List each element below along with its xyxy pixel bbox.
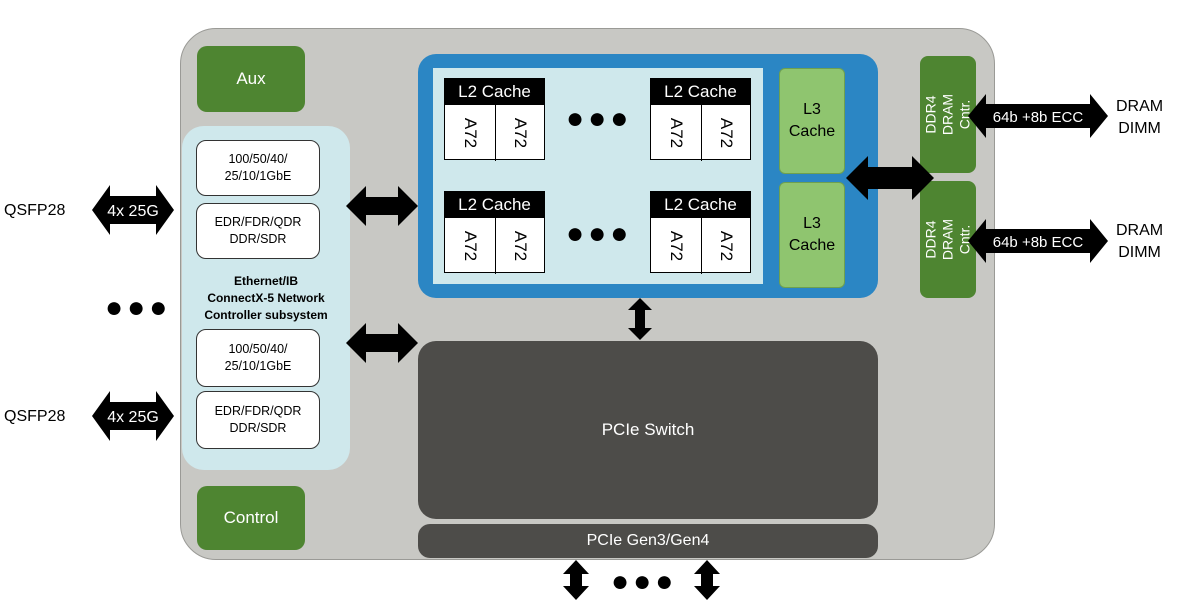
qsfp-arrow-1: 4x 25G <box>92 185 174 235</box>
port1-protocol-box: EDR/FDR/QDR DDR/SDR <box>196 203 320 259</box>
ddr4-controller-1: DDR4 DRAM Cntr. <box>920 56 976 173</box>
l2-cache-label: L2 Cache <box>651 79 750 105</box>
cpu-cluster-2: L2 Cache A72 A72 <box>650 78 752 161</box>
l2-cache-label: L2 Cache <box>445 79 544 105</box>
port2-speed-box: 100/50/40/ 25/10/1GbE <box>196 329 320 387</box>
qsfp-label-1: QSFP28 <box>4 202 66 219</box>
net-cpu-arrow <box>346 186 418 226</box>
cpu-pcie-arrow <box>628 298 652 340</box>
pcie-lane-arrow-2 <box>694 560 720 600</box>
port1-speed-box: 100/50/40/ 25/10/1GbE <box>196 140 320 196</box>
pcie-switch: PCIe Switch <box>418 341 878 519</box>
ddr-bus-label-1: 64b +8b ECC <box>993 109 1084 126</box>
cpu-cluster-1: L2 Cache A72 A72 <box>444 78 546 161</box>
cpu-cluster-3: L2 Cache A72 A72 <box>444 191 546 274</box>
qsfp-lanes-label-2: 4x 25G <box>107 409 159 426</box>
net-pcie-arrow <box>346 323 418 363</box>
ddr-bus-arrow-2: 64b +8b ECC <box>968 219 1108 263</box>
cpu-ddr-arrow <box>846 156 934 200</box>
cluster-ellipsis-top: ●●● <box>566 102 633 135</box>
a72-core: A72 <box>494 105 546 161</box>
cpu-cluster-4: L2 Cache A72 A72 <box>650 191 752 274</box>
pcie-gen-bar: PCIe Gen3/Gen4 <box>418 524 878 558</box>
dram-dimm-label-1: DRAM DIMM <box>1116 98 1164 137</box>
dram-dimm-label-2: DRAM DIMM <box>1116 222 1164 261</box>
control-block: Control <box>197 486 305 550</box>
ddr-bus-arrow-1: 64b +8b ECC <box>968 94 1108 138</box>
ddr-bus-label-2: 64b +8b ECC <box>993 234 1084 251</box>
a72-core: A72 <box>700 218 752 274</box>
network-subsystem-label: Ethernet/IB ConnectX-5 Network Controlle… <box>204 274 328 322</box>
a72-core: A72 <box>494 218 546 274</box>
l2-cache-label: L2 Cache <box>445 192 544 218</box>
pcie-lane-arrow-1 <box>563 560 589 600</box>
l3-cache-2: L3 Cache <box>779 182 845 288</box>
ddr4-controller-2: DDR4 DRAM Cntr. <box>920 181 976 298</box>
l2-cache-label: L2 Cache <box>651 192 750 218</box>
a72-core: A72 <box>700 105 752 161</box>
l3-cache-1: L3 Cache <box>779 68 845 174</box>
qsfp-arrow-2: 4x 25G <box>92 391 174 441</box>
port2-protocol-box: EDR/FDR/QDR DDR/SDR <box>196 391 320 449</box>
pcie-lanes-ellipsis: ●●● <box>611 565 678 598</box>
cluster-ellipsis-bottom: ●●● <box>566 217 633 250</box>
aux-block: Aux <box>197 46 305 112</box>
ports-ellipsis: ●●● <box>105 291 172 324</box>
qsfp-label-2: QSFP28 <box>4 408 66 425</box>
qsfp-lanes-label-1: 4x 25G <box>107 203 159 220</box>
